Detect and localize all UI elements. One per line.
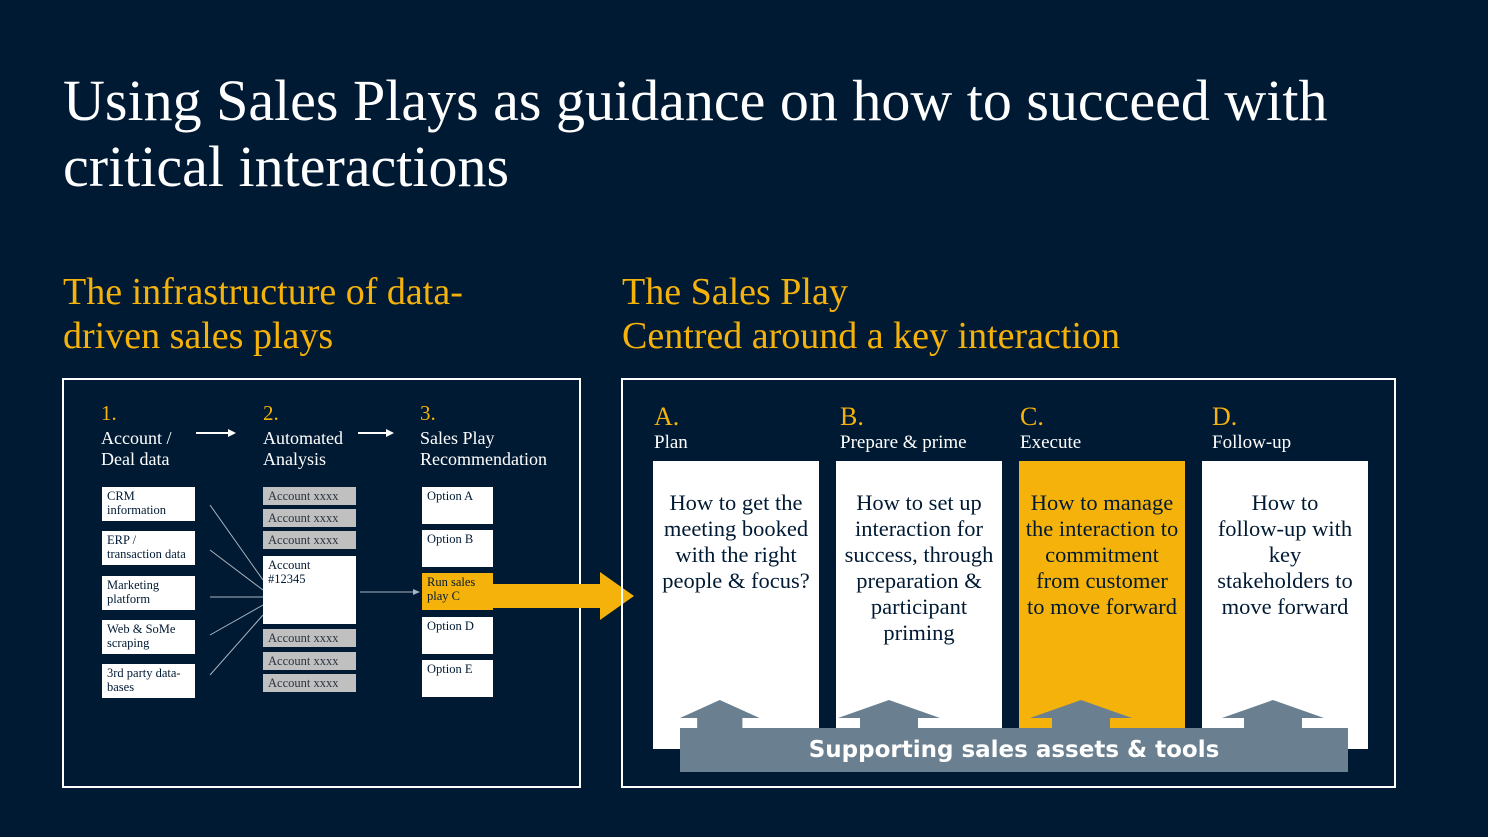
focus-account-label: Account #12345 [268,558,311,586]
arrow-right-icon [413,589,420,595]
phase-card-follow-up: How to follow-up with key stakeholders t… [1202,461,1368,749]
support-bar: Supporting sales assets & tools [680,728,1348,772]
step-1-label: Account / Deal data [101,428,172,469]
arrow-up-icon [838,700,940,730]
option-box: Option A [422,487,493,524]
page-title: Using Sales Plays as guidance on how to … [63,68,1328,199]
option-box: Option D [422,617,493,654]
data-infrastructure-panel [62,378,581,788]
right-section-heading-line2: Centred around a key interaction [622,315,1121,357]
phase-name: Plan [654,432,688,453]
step-2-label: Automated Analysis [263,428,343,469]
source-box: Marketing platform [102,576,195,610]
phase-letter: D. [1212,402,1238,431]
phase-card-plan: How to get the meeting booked with the r… [653,461,819,749]
phase-name: Follow-up [1212,432,1292,453]
right-section-heading-line1: The Sales Play [622,271,848,313]
arrow-right-icon [358,429,394,437]
support-arrows [680,700,1324,730]
step-3-number: 3. [420,401,436,425]
source-box: ERP / transaction data [102,531,195,565]
phase-name: Prepare & prime [840,432,967,453]
option-box: Option E [422,660,493,697]
phase-letter: C. [1020,402,1044,431]
phase-card-prepare: How to set up interaction for success, t… [836,461,1002,749]
phase-letter: A. [654,402,680,431]
step-3-label: Sales Play Recommendation [420,428,547,469]
account-box: Account xxxx [263,509,356,527]
big-arrow-icon [488,572,634,620]
phase-card-execute: How to manage the interaction to commitm… [1019,461,1185,749]
arrow-up-icon [1030,700,1132,730]
option-box: Option B [422,530,493,567]
sales-play-panel [621,378,1396,788]
step-arrows [196,429,394,437]
phase-name: Execute [1020,432,1082,453]
account-box: Account xxxx [263,531,356,549]
step-2-number: 2. [263,401,279,425]
focus-account-box: Account #12345 [263,556,356,624]
account-box: Account xxxx [263,674,356,692]
source-box: 3rd party data-bases [102,664,195,698]
left-section-heading: The infrastructure of data-driven sales … [63,271,463,357]
phase-letter: B. [840,402,864,431]
arrow-up-icon [680,700,760,730]
account-box: Account xxxx [263,487,356,505]
highlighted-option-box: Run sales play C [422,573,493,610]
arrow-up-icon [1222,700,1324,730]
flow-connectors [209,504,420,676]
source-box: CRM information [102,487,195,521]
source-box: Web & SoMe scraping [102,620,195,654]
step-1-number: 1. [101,401,117,425]
account-box: Account xxxx [263,629,356,647]
arrow-right-icon [196,429,236,437]
account-box: Account xxxx [263,652,356,670]
